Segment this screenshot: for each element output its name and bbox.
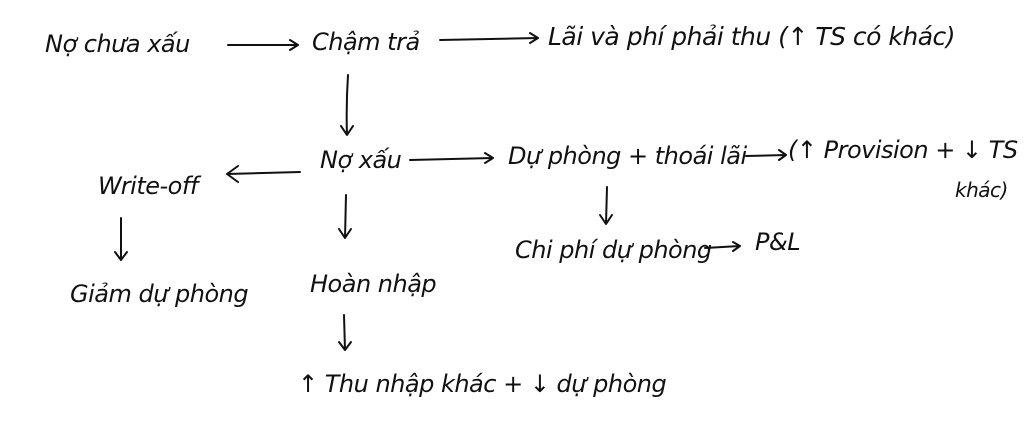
node-reduce-provision: Giảm dự phòng — [70, 280, 249, 308]
arrow-baddebt-to-provision — [409, 152, 494, 164]
node-write-off: Write-off — [98, 172, 198, 200]
node-recovery: Hoàn nhập — [310, 270, 437, 298]
arrow-recovery-to-income — [338, 314, 352, 351]
node-non-bad-debt: Nợ chưa xấu — [45, 30, 190, 58]
arrow-writeoff-to-reduce — [114, 217, 128, 261]
node-provision-reversal: Dự phòng + thoái lãi — [508, 142, 747, 170]
arrow-nonbad-to-late — [227, 39, 299, 51]
node-provision-expense: Chi phí dự phòng — [515, 236, 712, 264]
node-bad-debt: Nợ xấu — [320, 146, 402, 174]
node-provision-effect-line1: (↑ Provision + ↓ TS có — [788, 136, 1024, 164]
arrow-late-to-baddebt — [340, 74, 354, 136]
arrow-baddebt-to-recovery — [338, 194, 352, 239]
node-other-income: ↑ Thu nhập khác + ↓ dự phòng — [298, 370, 667, 398]
node-pnl: P&L — [755, 228, 801, 256]
node-receivable-interest: Lãi và phí phải thu (↑ TS có khác) — [548, 22, 956, 51]
node-provision-effect-line2: khác) — [955, 178, 1008, 202]
arrow-expense-to-pnl — [704, 241, 741, 252]
node-late-payment: Chậm trả — [312, 28, 420, 56]
arrow-provision-to-expense — [599, 186, 613, 225]
arrow-late-to-receivable — [439, 32, 539, 44]
arrow-baddebt-to-writeoff — [226, 165, 301, 183]
arrow-provision-to-effect — [745, 149, 787, 161]
